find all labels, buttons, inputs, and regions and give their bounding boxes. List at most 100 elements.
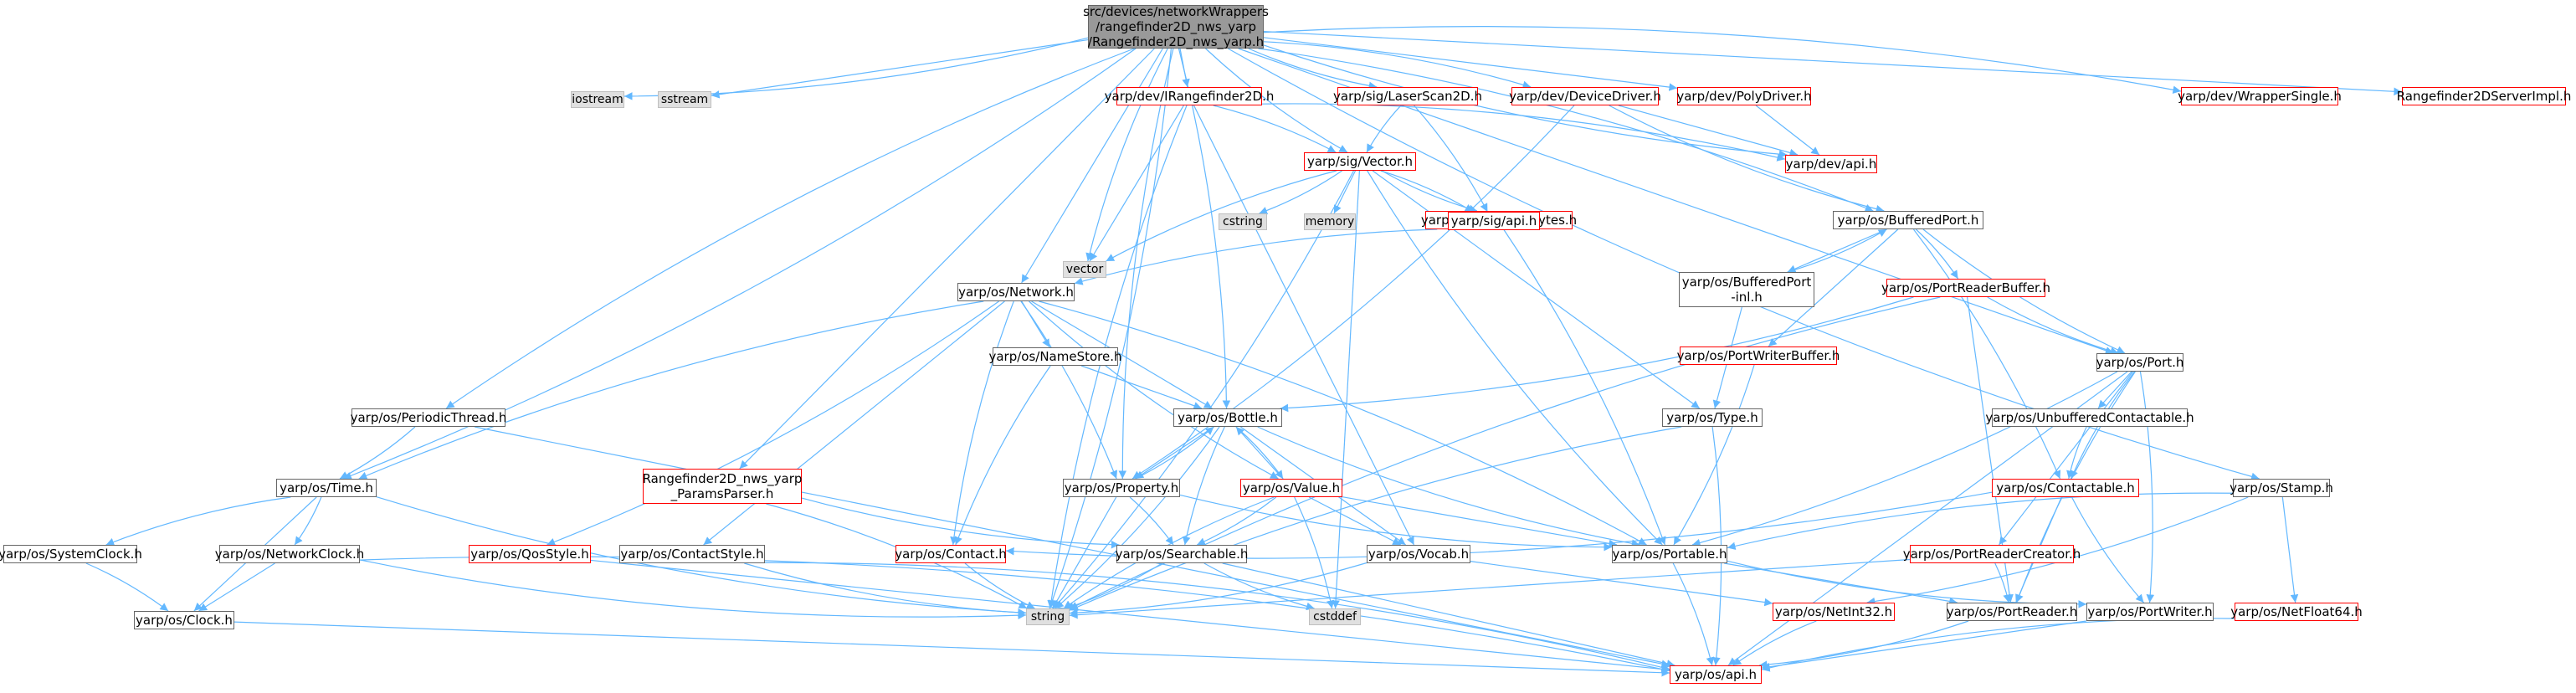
edge-devicedriver-to-bufferedport (1609, 105, 1885, 213)
node-port[interactable]: yarp/os/Port.h (2096, 353, 2184, 372)
edge-bottle-to-portable (1257, 426, 1640, 548)
edge-property-to-bottle (1135, 426, 1214, 480)
node-portreaderbuffer[interactable]: yarp/os/PortReaderBuffer.h (1881, 279, 2051, 297)
node-portreader[interactable]: yarp/os/PortReader.h (1946, 603, 2078, 621)
edge-irange-to-vector (1089, 105, 1184, 262)
edge-root-to-bufferedport (1258, 48, 1874, 212)
edge-sigvector-to-cstddef (1332, 170, 1360, 609)
edge-root-to-wrappersingle (1263, 25, 2182, 94)
node-type[interactable]: yarp/os/Type.h (1662, 408, 1763, 427)
node-devapi[interactable]: yarp/dev/api.h (1785, 155, 1877, 173)
edge-root-to-vector (1085, 48, 1168, 262)
node-portwriterbuffer[interactable]: yarp/os/PortWriterBuffer.h (1676, 346, 1840, 365)
node-property[interactable]: yarp/os/Property.h (1063, 479, 1180, 497)
edge-root-to-devicedriver (1263, 41, 1532, 89)
edge-netint32-to-osapi (1732, 620, 1817, 666)
edge-irange-to-devapi (1261, 103, 1786, 162)
node-wrappersingle[interactable]: yarp/dev/WrapperSingle.h (2178, 87, 2342, 105)
node-netfloat64[interactable]: yarp/os/NetFloat64.h (2230, 603, 2363, 621)
node-cstddef: cstddef (1309, 608, 1361, 625)
node-qosstyle[interactable]: yarp/os/QosStyle.h (469, 545, 591, 563)
node-osapi[interactable]: yarp/os/api.h (1670, 665, 1762, 684)
edge-sigvector-to-type (1372, 170, 1701, 409)
node-contact[interactable]: yarp/os/Contact.h (895, 545, 1007, 563)
edge-networkclock-to-clock (198, 562, 275, 612)
edge-portwriter-to-osapi (1761, 620, 2087, 671)
node-time[interactable]: yarp/os/Time.h (276, 479, 377, 497)
edge-value-to-portable (1342, 496, 1618, 548)
node-networkclock[interactable]: yarp/os/NetworkClock.h (214, 545, 365, 563)
edge-clock-to-osapi (233, 621, 1670, 677)
edge-bottle-to-string (1055, 426, 1220, 609)
edge-time-to-string (376, 496, 1027, 617)
edge-portable-to-osapi (1672, 562, 1715, 666)
edge-unbuffered-to-contactable (2066, 426, 2087, 480)
node-clock[interactable]: yarp/os/Clock.h (134, 611, 234, 629)
edge-port-to-portable (1691, 371, 2118, 547)
edge-port-to-portwriter (2139, 371, 2155, 603)
edge-sigvector-to-portable (1367, 170, 1663, 546)
node-network[interactable]: yarp/os/Network.h (957, 283, 1075, 301)
node-serverimpl[interactable]: Rangefinder2DServerImpl.h (2396, 87, 2572, 105)
edge-root-to-serverimpl (1263, 30, 2403, 96)
edge-portreaderbuffer-to-bottle (1280, 296, 1914, 413)
node-polydriver[interactable]: yarp/dev/PolyDriver.h (1676, 87, 1812, 105)
edge-root-to-paramsparser (739, 48, 1155, 470)
node-irange[interactable]: yarp/dev/IRangefinder2D.h (1104, 87, 1275, 105)
edge-netfloat64-to-osapi (1761, 618, 2235, 672)
edge-portreadercreator-to-string (1069, 558, 1911, 619)
node-bufferedportinl[interactable]: yarp/os/BufferedPort -inl.h (1679, 272, 1814, 307)
edge-root-to-sstream (711, 38, 1089, 99)
node-stamp[interactable]: yarp/os/Stamp.h (2230, 479, 2333, 497)
edge-sigvector-to-sigapi (1380, 170, 1474, 213)
edge-searchable-to-cstddef (1203, 562, 1315, 611)
node-contactable[interactable]: yarp/os/Contactable.h (1992, 479, 2139, 497)
node-contactstyle[interactable]: yarp/os/ContactStyle.h (619, 545, 765, 563)
edge-network-to-value (1029, 300, 1279, 480)
edge-periodicthread-to-time (339, 426, 416, 480)
edge-root-to-time (343, 48, 1137, 480)
node-periodicthread[interactable]: yarp/os/PeriodicThread.h (350, 408, 507, 427)
node-value[interactable]: yarp/os/Value.h (1240, 479, 1342, 497)
node-portable[interactable]: yarp/os/Portable.h (1612, 545, 1727, 563)
node-systemclock[interactable]: yarp/os/SystemClock.h (0, 545, 142, 563)
edge-root-to-string (1048, 48, 1172, 609)
node-devicedriver[interactable]: yarp/dev/DeviceDriver.h (1509, 87, 1661, 105)
edge-network-to-qosstyle (547, 300, 999, 546)
node-unbuffered[interactable]: yarp/os/UnbufferedContactable.h (1985, 408, 2194, 427)
edge-bufferedport-to-portreaderbuffer (1915, 228, 1959, 280)
node-portwriter[interactable]: yarp/os/PortWriter.h (2086, 603, 2214, 621)
edge-time-to-networkclock (294, 496, 322, 546)
node-sigapi[interactable]: yarp/sig/api.h (1448, 212, 1540, 230)
edge-contactable-to-portwriter (2071, 496, 2144, 603)
node-paramsparser[interactable]: Rangefinder2D_nws_yarp _ParamsParser.h (643, 469, 802, 504)
node-bottle[interactable]: yarp/os/Bottle.h (1173, 408, 1282, 427)
edge-managedbytes-to-network (1074, 228, 1438, 285)
edge-type-to-string (1069, 426, 1682, 611)
node-laserscan[interactable]: yarp/sig/LaserScan2D.h (1333, 87, 1482, 105)
edge-network-to-contactstyle (703, 300, 1005, 546)
edge-stamp-to-portable (1727, 492, 2234, 551)
edge-qosstyle-to-osapi (590, 559, 1670, 674)
node-searchable[interactable]: yarp/os/Searchable.h (1115, 545, 1249, 563)
node-netint32[interactable]: yarp/os/NetInt32.h (1773, 603, 1895, 621)
edge-sigvector-to-string (1053, 170, 1354, 609)
node-vocab[interactable]: yarp/os/Vocab.h (1367, 545, 1470, 563)
node-cstring: cstring (1219, 213, 1267, 230)
edge-port-to-portreadercreator (1999, 371, 2133, 546)
edge-bottle-to-searchable (1182, 426, 1225, 546)
edge-portwriterbuffer-to-portable (1673, 364, 1755, 546)
node-portreadercreator[interactable]: yarp/os/PortReaderCreator.h (1902, 545, 2081, 563)
edge-stamp-to-netfloat64 (2281, 496, 2299, 603)
node-bufferedport[interactable]: yarp/os/BufferedPort.h (1833, 211, 1983, 229)
node-namestore[interactable]: yarp/os/NameStore.h (988, 347, 1122, 366)
edge-network-to-property (1020, 300, 1118, 480)
node-sstream: sstream (658, 91, 711, 108)
node-memory: memory (1304, 213, 1356, 230)
edge-sigvector-to-vector (1106, 170, 1337, 262)
edge-property-to-portable (1179, 494, 1613, 552)
edge-managedbytes-to-portable (1503, 228, 1666, 546)
node-sigvector[interactable]: yarp/sig/Vector.h (1304, 152, 1416, 171)
edge-network-to-contact (950, 300, 1014, 546)
